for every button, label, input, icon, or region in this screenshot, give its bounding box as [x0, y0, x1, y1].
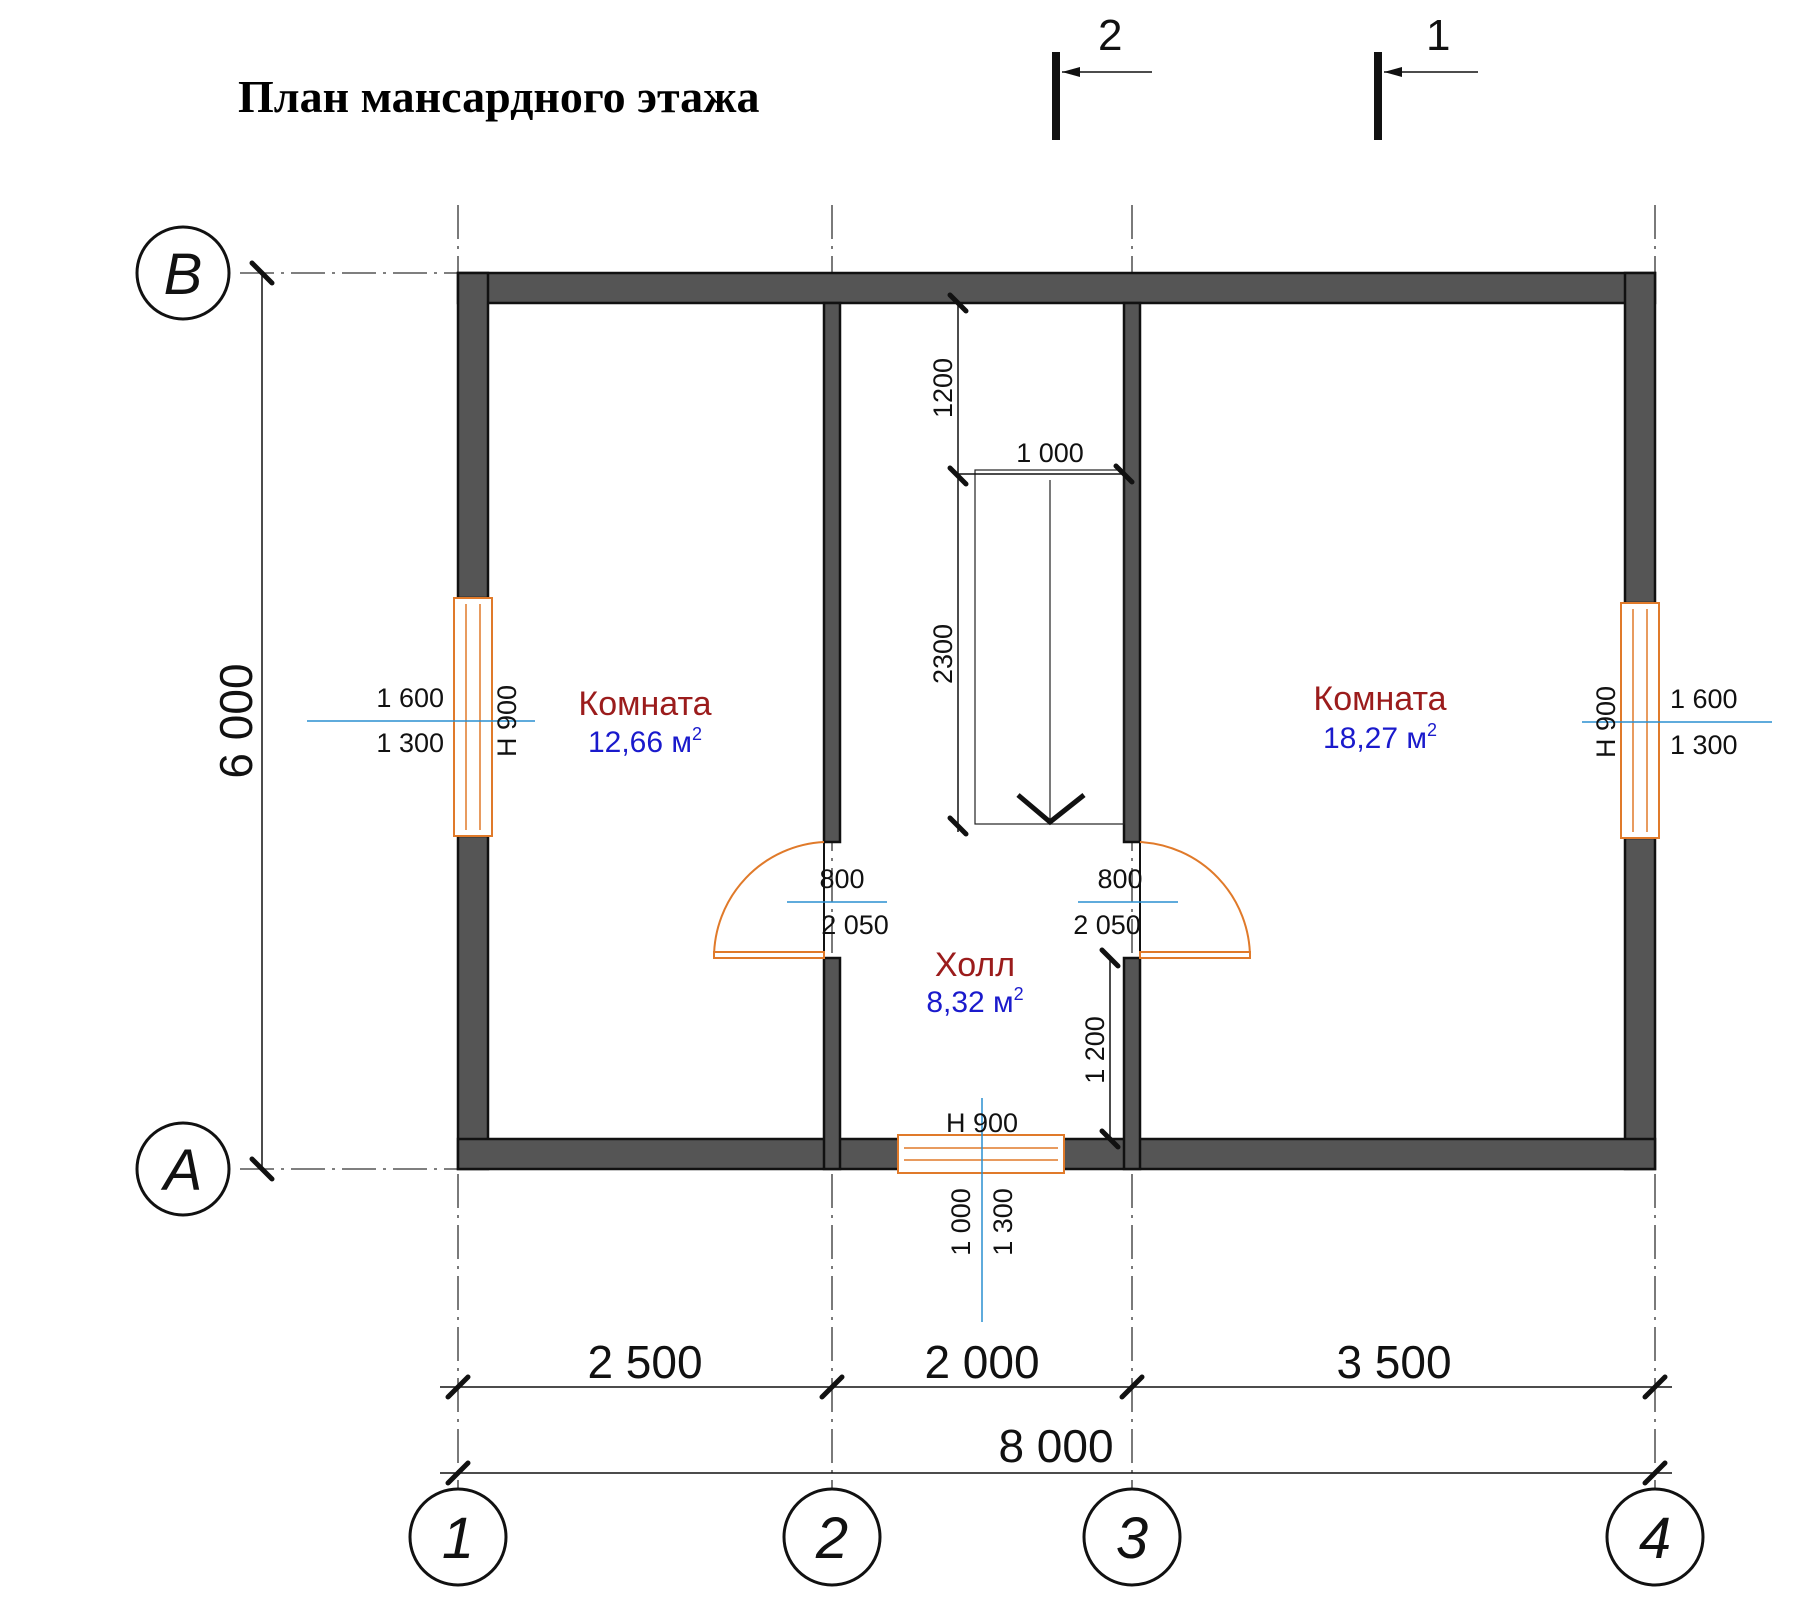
window-bottom-sill: Н 900 [946, 1108, 1018, 1138]
walls [456, 271, 1657, 1171]
axis-bubble-2: 2 [782, 1487, 882, 1587]
dimension-lines [261, 273, 1672, 1474]
door-right-width: 800 [1097, 864, 1142, 894]
dim-span-2-3: 2 000 [924, 1336, 1039, 1388]
section-marker-2: 2 [1052, 11, 1152, 140]
marker-lines [307, 720, 1772, 1322]
dim-total-width: 8 000 [998, 1420, 1113, 1472]
window-right-sill: Н 900 [1591, 686, 1621, 758]
dim-hall-side: 1 200 [1080, 1016, 1110, 1084]
dim-stair-top: 1200 [928, 358, 958, 418]
axis-label-2: 2 [815, 1506, 848, 1571]
dim-span-3-4: 3 500 [1336, 1336, 1451, 1388]
window-left-sill: Н 900 [492, 685, 522, 757]
dim-stair-length: 2300 [928, 624, 958, 684]
window-bottom-width: 1 000 [946, 1188, 976, 1256]
staircase [974, 469, 1125, 826]
axis-label-1: 1 [442, 1506, 474, 1571]
door-left-width: 800 [819, 864, 864, 894]
window-left-width: 1 600 [376, 683, 444, 713]
axis-bubble-3: 3 [1082, 1487, 1182, 1587]
door-left-height: 2 050 [821, 910, 889, 940]
axis-bubble-A: А [135, 1121, 231, 1217]
window-right-height: 1 300 [1670, 730, 1738, 760]
door-left [712, 841, 825, 959]
room-right-area: 18,27 м2 [1323, 720, 1437, 755]
axis-label-A: А [161, 1138, 203, 1203]
dimension-ticks [249, 260, 1668, 1486]
window-right-width: 1 600 [1670, 684, 1738, 714]
axis-bubble-B: В [135, 225, 231, 321]
section-label-2: 2 [1098, 11, 1122, 60]
door-right-height: 2 050 [1073, 910, 1141, 940]
room-left-name: Комната [578, 685, 711, 723]
axis-label-B: В [164, 242, 203, 307]
axis-bubble-4: 4 [1605, 1487, 1705, 1587]
dim-span-1-2: 2 500 [587, 1336, 702, 1388]
door-right [1139, 841, 1252, 959]
room-right-name: Комната [1313, 680, 1446, 718]
section-marker-1: 1 [1374, 11, 1478, 140]
window-bottom-height: 1 300 [988, 1188, 1018, 1256]
window-right [1620, 602, 1660, 839]
room-hall-area: 8,32 м2 [926, 984, 1023, 1019]
axis-bubble-1: 1 [408, 1487, 508, 1587]
window-bottom [897, 1134, 1065, 1174]
window-left [453, 597, 493, 837]
axis-label-3: 3 [1116, 1506, 1148, 1571]
room-hall-name: Холл [935, 946, 1015, 984]
axis-label-4: 4 [1639, 1506, 1671, 1571]
room-left-area: 12,66 м2 [588, 724, 702, 759]
dim-total-depth: 6 000 [210, 663, 262, 778]
section-label-1: 1 [1426, 11, 1450, 60]
plan-title: План мансардного этажа [238, 71, 759, 122]
dim-stair-width: 1 000 [1016, 438, 1084, 468]
window-left-height: 1 300 [376, 728, 444, 758]
